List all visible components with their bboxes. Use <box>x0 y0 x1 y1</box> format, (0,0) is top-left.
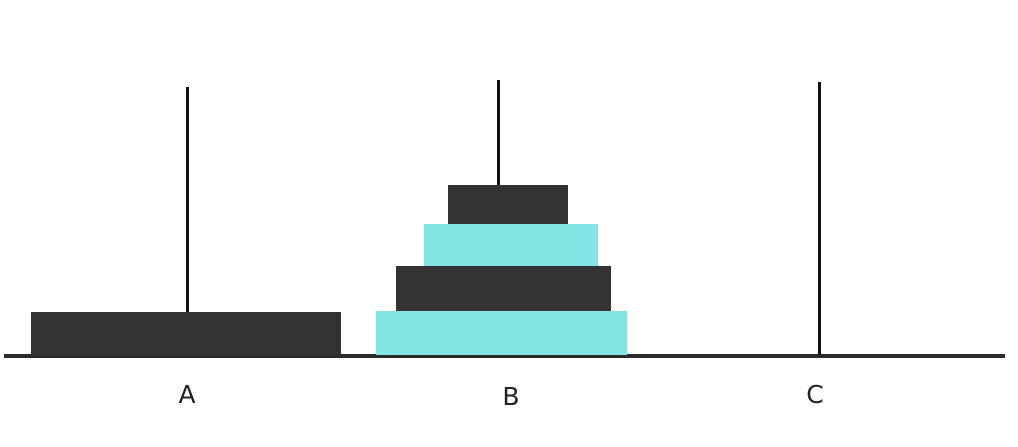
peg-c-rod[interactable] <box>818 82 821 355</box>
peg-a-rod[interactable] <box>186 87 189 355</box>
disk-b-4[interactable] <box>448 185 568 224</box>
disk-b-2[interactable] <box>396 266 611 311</box>
base-line <box>4 354 1005 358</box>
peg-b-label: B <box>502 382 520 411</box>
disk-b-1[interactable] <box>376 311 627 355</box>
disk-b-3[interactable] <box>424 224 598 266</box>
disk-a-1[interactable] <box>31 312 341 355</box>
peg-a-label: A <box>178 380 196 409</box>
peg-c-label: C <box>806 380 824 409</box>
